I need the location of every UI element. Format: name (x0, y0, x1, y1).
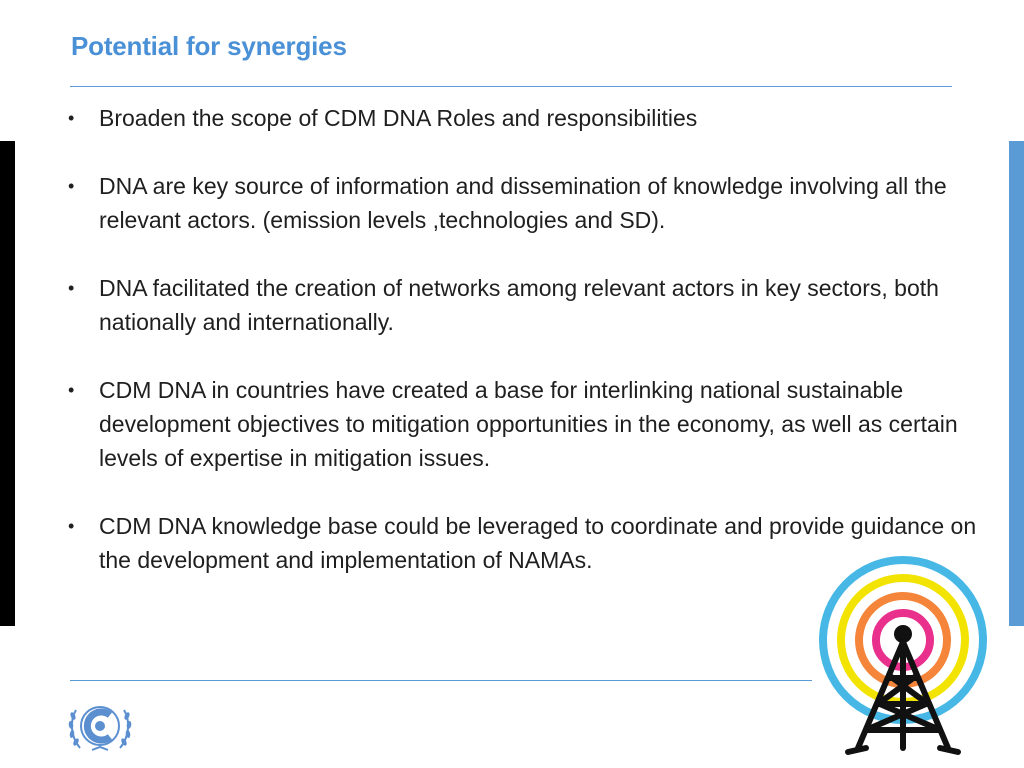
right-accent-bar (1009, 141, 1024, 626)
bullet-text: Broaden the scope of CDM DNA Roles and r… (99, 105, 698, 131)
bullet-list: • Broaden the scope of CDM DNA Roles and… (68, 101, 1000, 611)
slide-title: Potential for synergies (71, 31, 347, 61)
bullet-text: CDM DNA in countries have created a base… (99, 377, 958, 471)
bullet-marker: • (68, 380, 75, 400)
bullet-text: DNA facilitated the creation of networks… (99, 275, 939, 335)
bullet-text: DNA are key source of information and di… (99, 173, 947, 233)
bullet-marker: • (68, 516, 75, 536)
title-divider (70, 86, 952, 87)
bullet-marker: • (68, 278, 75, 298)
bullet-marker: • (68, 176, 75, 196)
left-accent-bar (0, 141, 15, 626)
bullet-item: • CDM DNA knowledge base could be levera… (68, 509, 1000, 577)
bullet-item: • DNA are key source of information and … (68, 169, 1000, 237)
bullet-item: • Broaden the scope of CDM DNA Roles and… (68, 101, 1000, 135)
bullet-item: • CDM DNA in countries have created a ba… (68, 373, 1000, 475)
bullet-text: CDM DNA knowledge base could be leverage… (99, 513, 977, 573)
bullet-item: • DNA facilitated the creation of networ… (68, 271, 1000, 339)
unfccc-logo-icon (68, 706, 132, 751)
bullet-marker: • (68, 108, 75, 128)
radio-tower-icon (819, 556, 987, 755)
footer-divider (70, 680, 812, 681)
